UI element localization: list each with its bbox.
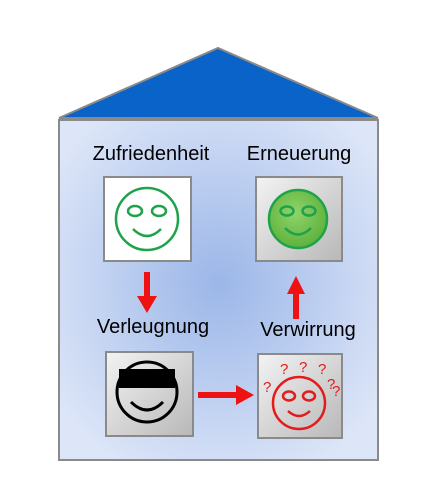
label-zufriedenheit: Zufriedenheit (93, 143, 210, 165)
box-verleugnung (105, 351, 194, 437)
label-verleugnung: Verleugnung (97, 316, 209, 338)
smiley-renewal-icon (267, 188, 329, 250)
smiley-happy-icon (114, 186, 180, 252)
question-mark-2: ? (280, 361, 288, 378)
arrow-right (198, 385, 254, 405)
box-erneuerung (255, 176, 343, 262)
box-zufriedenheit (103, 176, 192, 262)
smiley-blindfolded-icon (115, 360, 179, 424)
box-verwirrung: ? ? ? ? ? ? (257, 353, 343, 439)
question-mark-1: ? (263, 379, 271, 396)
question-mark-5: ? (327, 376, 335, 393)
arrow-up (287, 276, 305, 319)
arrow-down (137, 272, 157, 313)
smiley-confused-icon: ? ? ? ? ? ? (263, 359, 340, 431)
question-marks: ? ? ? ? ? ? (263, 359, 340, 400)
question-mark-3: ? (299, 359, 307, 376)
question-mark-6: ? (332, 383, 340, 400)
label-erneuerung: Erneuerung (247, 143, 352, 165)
label-verwirrung: Verwirrung (260, 319, 356, 341)
house-roof (58, 46, 379, 119)
question-mark-4: ? (318, 361, 326, 378)
